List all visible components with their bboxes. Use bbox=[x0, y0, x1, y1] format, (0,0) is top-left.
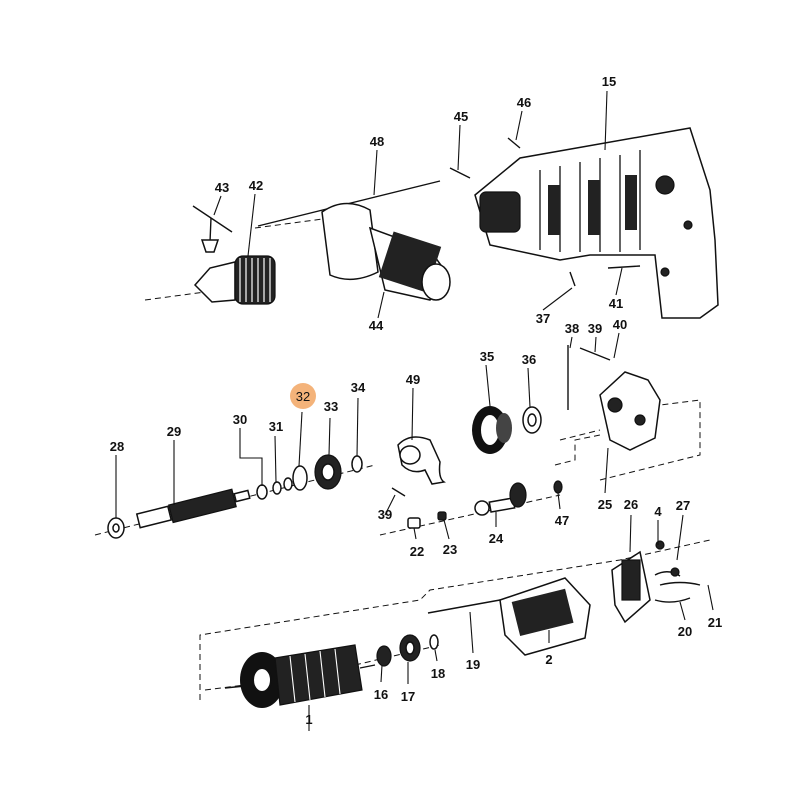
callout-32-highlight bbox=[290, 383, 316, 409]
callout-4: 4 bbox=[654, 504, 662, 519]
armature-bearing bbox=[399, 634, 421, 662]
intermediate-shaft bbox=[474, 482, 527, 516]
callout-17: 17 bbox=[401, 689, 415, 704]
spindle-washer bbox=[107, 517, 125, 539]
callout-48: 48 bbox=[370, 134, 384, 149]
spindle-rings bbox=[256, 477, 293, 500]
drill-chuck bbox=[193, 255, 276, 305]
depth-clamp bbox=[397, 436, 446, 485]
stator-rod bbox=[427, 599, 501, 614]
callout-21: 21 bbox=[708, 615, 722, 630]
callout-46: 46 bbox=[517, 95, 531, 110]
callout-40: 40 bbox=[613, 317, 627, 332]
callout-1: 1 bbox=[305, 712, 312, 727]
callout-30: 30 bbox=[233, 412, 247, 427]
callout-27: 27 bbox=[676, 498, 690, 513]
spindle-bearing bbox=[314, 454, 342, 490]
callout-19: 19 bbox=[466, 657, 480, 672]
callout-24: 24 bbox=[489, 531, 504, 546]
callout-35: 35 bbox=[480, 349, 494, 364]
brush-holder bbox=[611, 550, 651, 624]
callout-42: 42 bbox=[249, 178, 263, 193]
gearbox-cover bbox=[599, 371, 661, 451]
callout-26: 26 bbox=[624, 497, 638, 512]
callout-49: 49 bbox=[406, 372, 420, 387]
switch-pins bbox=[391, 487, 447, 529]
shaft-ring bbox=[553, 480, 563, 494]
leader-lines bbox=[115, 90, 714, 731]
cover-screws bbox=[567, 345, 611, 410]
armature-ring bbox=[429, 634, 439, 650]
callout-47: 47 bbox=[555, 513, 569, 528]
callout-15: 15 bbox=[602, 74, 616, 89]
callout-38: 38 bbox=[565, 321, 579, 336]
callout-16: 16 bbox=[374, 687, 388, 702]
large-gear bbox=[472, 406, 512, 454]
gear-bearing bbox=[522, 406, 542, 434]
callout-32: 32 bbox=[296, 389, 310, 404]
armature bbox=[224, 644, 376, 708]
callout-labels: 1 2 4 15 16 17 18 19 20 21 22 23 24 25 2… bbox=[110, 74, 722, 727]
callout-33: 33 bbox=[324, 399, 338, 414]
small-screws-top bbox=[449, 137, 641, 287]
circlip-highlighted bbox=[292, 465, 308, 491]
spindle bbox=[135, 488, 251, 529]
callout-22: 22 bbox=[410, 544, 424, 559]
callout-29: 29 bbox=[167, 424, 181, 439]
stator bbox=[499, 577, 591, 656]
chuck-key bbox=[192, 205, 233, 253]
callout-45: 45 bbox=[454, 109, 468, 124]
wires bbox=[654, 540, 701, 603]
callout-41: 41 bbox=[609, 296, 623, 311]
callout-18: 18 bbox=[431, 666, 445, 681]
callout-39-left: 39 bbox=[378, 507, 392, 522]
callout-31: 31 bbox=[269, 419, 283, 434]
callout-23: 23 bbox=[443, 542, 457, 557]
armature-bearing-small bbox=[376, 645, 392, 667]
side-handle bbox=[321, 202, 451, 301]
callout-37: 37 bbox=[536, 311, 550, 326]
callout-25: 25 bbox=[598, 497, 612, 512]
callout-43: 43 bbox=[215, 180, 229, 195]
motor-housing bbox=[474, 127, 719, 319]
callout-28: 28 bbox=[110, 439, 124, 454]
callout-36: 36 bbox=[522, 352, 536, 367]
callout-2: 2 bbox=[545, 652, 552, 667]
spindle-clip bbox=[351, 455, 363, 473]
callout-34: 34 bbox=[351, 380, 366, 395]
callout-20: 20 bbox=[678, 624, 692, 639]
callout-44: 44 bbox=[369, 318, 384, 333]
callout-39-right: 39 bbox=[588, 321, 602, 336]
